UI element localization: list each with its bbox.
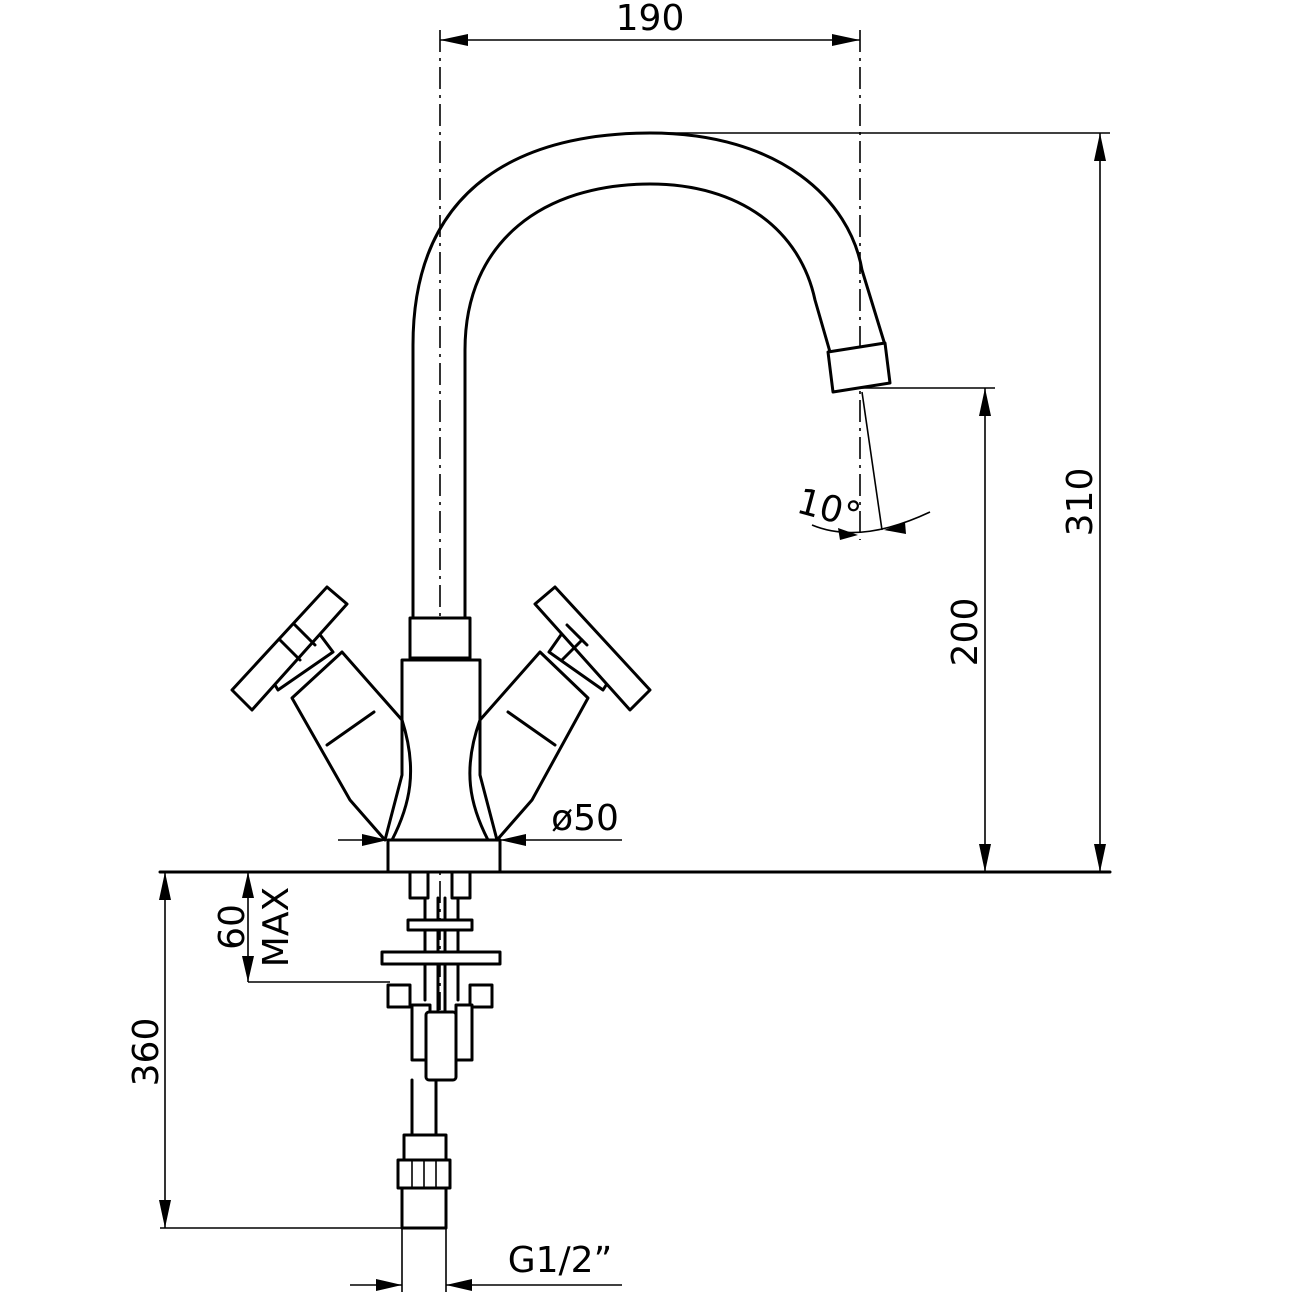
dim-g12-arrow-left	[376, 1279, 402, 1291]
right-cross-handle	[478, 585, 652, 842]
fixing-plate	[380, 950, 502, 966]
spout-reach-label: 190	[616, 0, 685, 39]
max-deck-thickness-label: 60	[212, 904, 253, 950]
dimension-spout-reach: 190	[440, 0, 860, 46]
dim-190-arrow-left	[440, 34, 468, 46]
fixing-nut-right	[468, 983, 494, 1009]
hose-connector	[424, 1010, 458, 1082]
dim-310-arrow-top	[1094, 133, 1106, 161]
dim-360-arrow-top	[159, 872, 171, 900]
left-valve-housing	[290, 650, 404, 842]
dimension-base-diameter: ø50	[338, 798, 622, 846]
right-lever-mark-1	[560, 638, 584, 662]
spout-aerator	[826, 341, 892, 394]
supply-stem-right	[454, 1003, 474, 1062]
dimension-max-deck-thickness: 60 MAX	[212, 872, 390, 983]
dim-60-arrow-top	[242, 872, 254, 898]
angle-arc	[811, 511, 931, 534]
spout-inner-edge	[463, 182, 832, 620]
stud-nut-right	[450, 870, 472, 900]
dimension-thread-size: G1/2”	[350, 1228, 622, 1292]
spout-height-label: 200	[945, 598, 986, 667]
base-flange	[386, 838, 502, 874]
dim-190-arrow-right	[832, 34, 860, 46]
angle-leg	[861, 391, 883, 531]
fixing-nut-left	[386, 983, 412, 1009]
right-handle-lever	[533, 585, 652, 712]
spout-outer-edge	[411, 131, 887, 620]
dim-50-arrow-right	[500, 834, 526, 846]
dim-50-arrow-left	[362, 834, 388, 846]
gooseneck-spout	[411, 131, 892, 620]
spout-collar	[408, 616, 472, 660]
faucet-body	[386, 616, 502, 874]
dim-360-arrow-bottom	[159, 1200, 171, 1228]
dim-310-arrow-bottom	[1094, 844, 1106, 872]
dimension-below-deck-length: 360	[126, 872, 410, 1229]
body-column	[390, 658, 490, 842]
left-lever-mark-1	[278, 638, 302, 662]
right-valve-housing	[478, 650, 590, 842]
left-lever-mark-2	[293, 623, 317, 647]
left-cross-handle	[230, 585, 404, 842]
left-housing-seam	[325, 710, 376, 747]
max-label: MAX	[256, 887, 297, 967]
dim-200-arrow-bottom	[979, 844, 991, 872]
dim-200-arrow-top	[979, 388, 991, 416]
right-lever-mark-2	[565, 623, 589, 647]
thread-size-label: G1/2”	[508, 1240, 612, 1281]
right-housing-seam	[506, 710, 557, 747]
dimension-total-height: 310	[650, 132, 1110, 872]
mounting-hardware	[380, 870, 502, 1230]
dim-60-arrow-bottom	[242, 956, 254, 982]
rubber-washer	[406, 918, 474, 932]
dimension-spout-height: 200	[860, 387, 995, 872]
below-deck-length-label: 360	[126, 1018, 167, 1087]
threaded-end	[400, 1186, 448, 1230]
angle-arrow-right	[884, 522, 906, 534]
stud-nut-left	[408, 870, 430, 900]
spout-angle-label: 10°	[793, 481, 865, 537]
dimension-spout-angle: 10°	[793, 391, 931, 540]
base-diameter-label: ø50	[551, 798, 619, 839]
angle-arrow-left	[838, 528, 858, 540]
dim-g12-arrow-right	[446, 1279, 472, 1291]
total-height-label: 310	[1060, 468, 1101, 537]
hose-crimp	[402, 1133, 448, 1162]
